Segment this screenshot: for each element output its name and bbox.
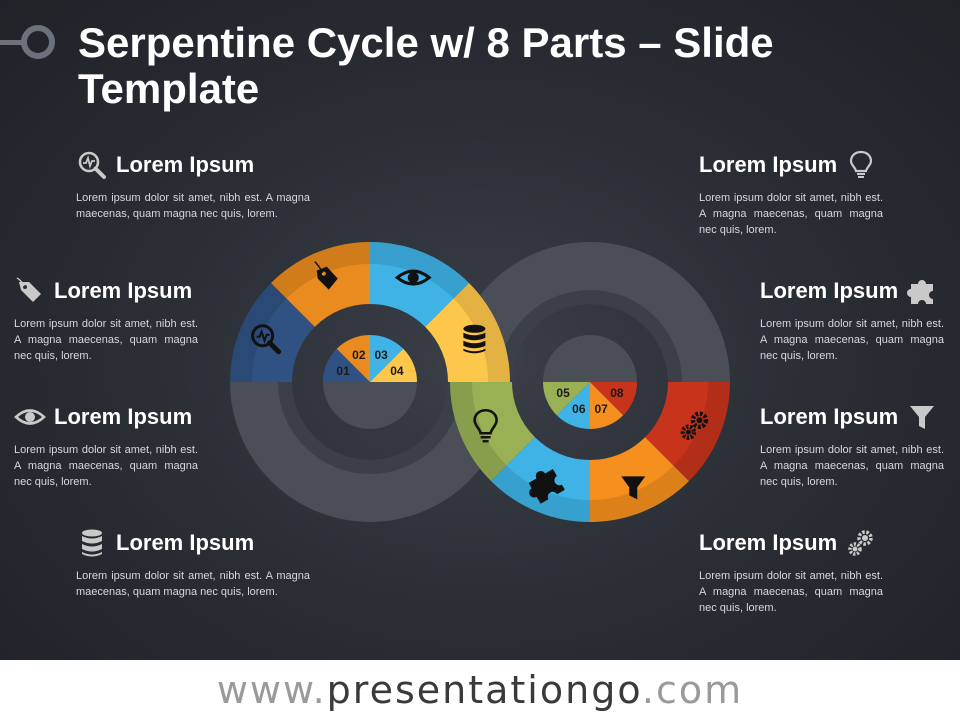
pie-wedge-06 <box>556 382 590 429</box>
segment-06-puzzle-icon <box>528 469 565 504</box>
item-7-header: Lorem Ipsum <box>760 402 944 432</box>
item-1-title: Lorem Ipsum <box>116 152 255 177</box>
item-6-header: Lorem Ipsum <box>760 276 944 306</box>
item-3: Lorem Ipsum Lorem ipsum dolor sit amet, … <box>14 402 198 490</box>
item-2: Lorem Ipsum Lorem ipsum dolor sit amet, … <box>14 276 198 364</box>
segment-number-01: 01 <box>336 364 350 378</box>
website-prefix: www. <box>216 668 327 712</box>
segment-03-eye-icon <box>394 269 432 286</box>
segment-01-analytics-magnifier-icon <box>251 324 282 355</box>
segment-02-tag-icon <box>314 261 338 290</box>
puzzle-icon <box>906 276 938 306</box>
item-3-header: Lorem Ipsum <box>14 402 198 432</box>
ring-segment-02[interactable] <box>271 242 370 327</box>
item-5-text: Lorem ipsum dolor sit amet, nibh est. A … <box>699 192 883 236</box>
ring-segment-08-shade <box>673 382 730 481</box>
item-8-header: Lorem Ipsum <box>699 528 883 558</box>
segment-05-lightbulb-icon <box>473 408 498 443</box>
slide-title: Serpentine Cycle w/ 8 Parts – Slide Temp… <box>78 19 774 112</box>
item-6-text: Lorem ipsum dolor sit amet, nibh est. A … <box>760 318 944 362</box>
segment-08-gears-icon <box>680 411 709 440</box>
item-2-text: Lorem ipsum dolor sit amet, nibh est. A … <box>14 318 198 362</box>
segment-number-03: 03 <box>374 348 388 362</box>
pie-wedge-05 <box>543 382 590 416</box>
item-6: Lorem Ipsum Lorem ipsum dolor sit amet, … <box>760 276 944 364</box>
item-8: Lorem Ipsum Lorem ipsum dolor sit amet, … <box>699 528 883 616</box>
item-1-text: Lorem ipsum dolor sit amet, nibh est. A … <box>76 192 310 220</box>
item-8-title: Lorem Ipsum <box>699 530 838 555</box>
ring-segment-04[interactable] <box>425 283 510 382</box>
ring-segment-01-shade <box>230 283 287 382</box>
segment-number-05: 05 <box>556 386 570 400</box>
corner-ring-decoration <box>0 25 55 59</box>
gears-icon <box>845 528 877 558</box>
segment-04-database-icon <box>463 324 486 354</box>
segment-number-02: 02 <box>352 348 366 362</box>
website-suffix: .com <box>641 668 744 712</box>
item-3-title: Lorem Ipsum <box>54 404 193 429</box>
database-icon <box>76 528 108 558</box>
item-7: Lorem Ipsum Lorem ipsum dolor sit amet, … <box>760 402 944 490</box>
segment-07-funnel-icon <box>621 476 646 500</box>
item-4-text: Lorem ipsum dolor sit amet, nibh est. A … <box>76 570 310 598</box>
slide: Serpentine Cycle w/ 8 Parts – Slide Temp… <box>0 0 960 660</box>
ring-left-inner-band <box>278 382 462 474</box>
eye-icon <box>14 402 46 432</box>
item-5: Lorem Ipsum Lorem ipsum dolor sit amet, … <box>699 150 883 238</box>
ring-segment-07-shade <box>590 465 689 522</box>
pie-wedge-02 <box>336 334 370 382</box>
ring-segment-03-shade <box>370 242 469 299</box>
website-url[interactable]: www.presentationgo.com <box>217 668 743 712</box>
item-5-title: Lorem Ipsum <box>699 152 838 177</box>
analytics-magnifier-icon <box>76 150 108 180</box>
segment-number-04: 04 <box>390 364 404 378</box>
item-1-header: Lorem Ipsum <box>76 150 310 180</box>
item-3-text: Lorem ipsum dolor sit amet, nibh est. A … <box>14 444 198 488</box>
item-5-header: Lorem Ipsum <box>699 150 883 180</box>
ring-segment-04-shade <box>453 283 510 382</box>
pie-wedge-04 <box>370 348 417 382</box>
website-brand: presentationgo <box>326 668 642 712</box>
item-4-title: Lorem Ipsum <box>116 530 255 555</box>
item-4: Lorem Ipsum Lorem ipsum dolor sit amet, … <box>76 528 310 600</box>
item-2-header: Lorem Ipsum <box>14 276 198 306</box>
pie-wedge-08 <box>590 382 637 416</box>
item-8-text: Lorem ipsum dolor sit amet, nibh est. A … <box>699 570 883 614</box>
lightbulb-icon <box>845 150 877 180</box>
segment-number-08: 08 <box>610 386 624 400</box>
item-6-title: Lorem Ipsum <box>760 278 899 303</box>
item-7-title: Lorem Ipsum <box>760 404 899 429</box>
item-1: Lorem Ipsum Lorem ipsum dolor sit amet, … <box>76 150 310 222</box>
item-7-text: Lorem ipsum dolor sit amet, nibh est. A … <box>760 444 944 488</box>
item-4-header: Lorem Ipsum <box>76 528 310 558</box>
ring-right-inner-band <box>498 290 682 382</box>
segment-number-06: 06 <box>572 402 586 416</box>
tag-icon <box>14 276 46 306</box>
pie-wedge-03 <box>370 335 404 382</box>
pie-wedge-01 <box>323 348 370 382</box>
segment-number-07: 07 <box>594 402 608 416</box>
item-2-title: Lorem Ipsum <box>54 278 193 303</box>
footer: www.presentationgo.com <box>0 660 960 720</box>
funnel-icon <box>906 402 938 432</box>
pie-wedge-07 <box>590 382 624 429</box>
ring-segment-05-shade <box>450 382 507 481</box>
